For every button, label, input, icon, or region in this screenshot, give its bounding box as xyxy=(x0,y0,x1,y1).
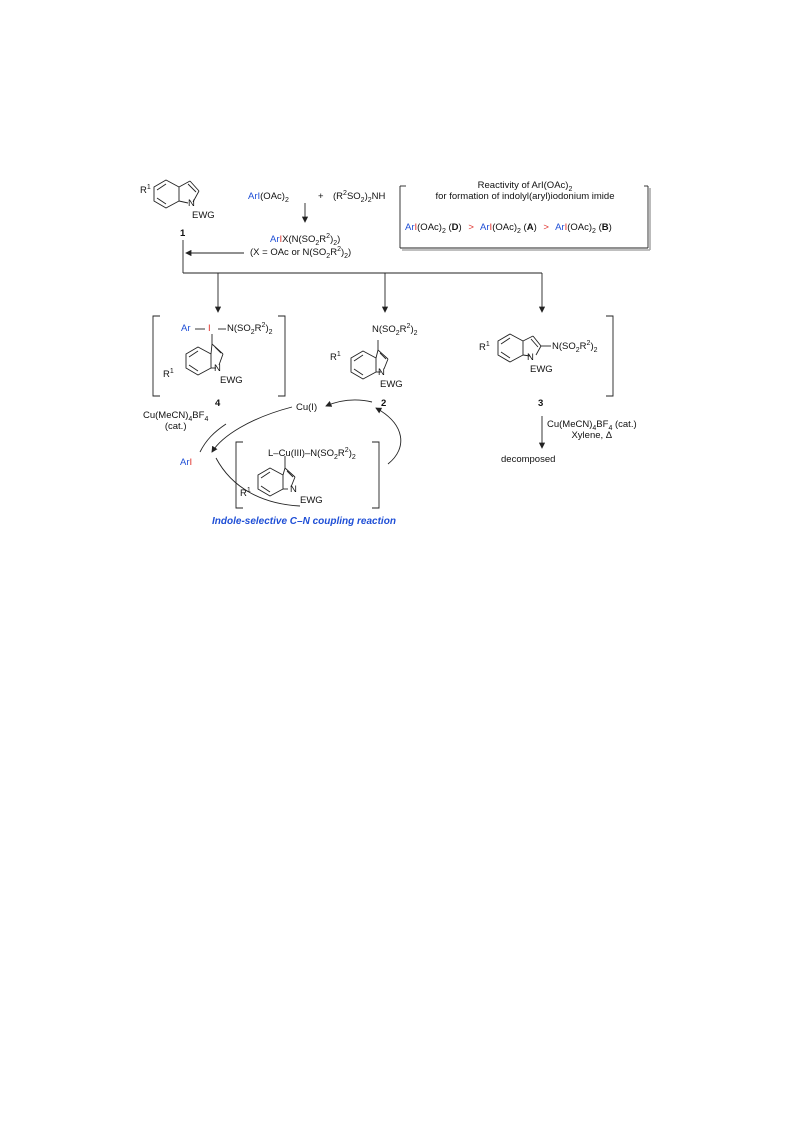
intermediate-x-sup: 2 xyxy=(326,232,331,240)
c1-ewg: EWG xyxy=(192,210,215,221)
c2-imide: N(SO2R2)2 xyxy=(372,322,418,337)
c3-ewg: EWG xyxy=(530,364,553,375)
reactivity-title-text: Reactivity of ArI(OAc) xyxy=(477,180,569,191)
c4-ewg: EWG xyxy=(220,375,243,386)
indole-structure-cu3 xyxy=(257,456,296,497)
condition-sub2: 2 xyxy=(344,252,349,260)
c1-r1: R1 xyxy=(140,183,151,196)
branch3-result: decomposed xyxy=(501,454,556,465)
intermediate-x-end: ) xyxy=(337,234,341,245)
c4-ar: Ar xyxy=(181,323,191,334)
iodane-intermediate: ArIX(N(SO2R2)2) xyxy=(270,232,341,247)
imide-part-d: NH xyxy=(371,191,386,202)
c4-number: 4 xyxy=(215,398,221,409)
reactivity-separator-1: > xyxy=(468,222,474,233)
cycle-cu3-r1: R1 xyxy=(240,486,251,499)
x-condition: (X = OAc or N(SO2R2)2) xyxy=(250,245,352,260)
aryl-iodine-reagent: ArI(OAc)2 xyxy=(248,191,289,204)
intermediate-x-sub: 2 xyxy=(315,239,320,247)
catalytic-cycle xyxy=(199,399,402,507)
reactivity-item-b: ArI(OAc)2 (B) xyxy=(555,222,612,235)
branch3-condition: Cu(MeCN)4BF4 (cat.) Xylene, Δ xyxy=(547,419,637,441)
c3-n: N xyxy=(527,352,534,363)
c4-imide: N(SO2R2)2 xyxy=(227,321,273,336)
branch3-condition-line2: Xylene, Δ xyxy=(571,430,613,441)
c3-r1: R1 xyxy=(479,340,490,353)
c2-r1: R1 xyxy=(330,350,341,363)
reactivity-title-sub: 2 xyxy=(568,185,573,193)
reactivity-title-line1: Reactivity of ArI(OAc)2 xyxy=(406,180,644,193)
condition-r: R xyxy=(330,247,338,258)
reactivity-item-a: ArI(OAc)2 (A) xyxy=(480,222,537,235)
intermediate-ar: Ar xyxy=(270,234,280,245)
imide-sup: 2 xyxy=(343,189,347,197)
indole-structure-3 xyxy=(497,333,551,363)
aryl-iodine-label: ArI xyxy=(248,191,261,202)
c2-ewg: EWG xyxy=(380,379,403,390)
c3-number: 3 xyxy=(538,398,544,409)
c1-number: 1 xyxy=(180,228,186,239)
cycle-catalyst-cat: (cat.) xyxy=(164,421,187,432)
imide-part-a: (R xyxy=(333,191,344,202)
cycle-catalyst: Cu(MeCN)4BF4 (cat.) xyxy=(143,410,209,432)
c4-n: N xyxy=(214,363,221,374)
c3-imide: N(SO2R2)2 xyxy=(552,339,598,354)
condition-sup: 2 xyxy=(337,245,341,253)
intermediate-x-r: R xyxy=(319,234,327,245)
c2-n: N xyxy=(378,367,385,378)
scheme-caption: Indole-selective C–N coupling reaction xyxy=(212,516,396,527)
aryl-iodine-tail: (OAc) xyxy=(260,191,285,202)
imide-part-b: SO xyxy=(346,191,361,202)
condition-end: ) xyxy=(348,247,352,258)
reactivity-order: ArI(OAc)2 (D) > ArI(OAc)2 (A) > ArI(OAc)… xyxy=(405,222,612,235)
plus-sign: + xyxy=(318,191,324,202)
cycle-cu1: Cu(I) xyxy=(296,402,318,413)
intermediate-x-close: ) xyxy=(330,234,334,245)
c1-n: N xyxy=(188,198,195,209)
imide-part-c: ) xyxy=(364,191,368,202)
reactivity-title-line2: for formation of indolyl(aryl)iodonium i… xyxy=(435,191,615,202)
condition-text: (X = OAc or N(SO xyxy=(250,247,327,258)
iodonium-structure-4 xyxy=(185,328,226,376)
condition-sub: 2 xyxy=(326,252,331,260)
c4-i: I xyxy=(208,323,211,334)
intermediate-i: I xyxy=(279,234,283,245)
imide-sub1: 2 xyxy=(360,196,365,204)
intermediate-x-sub2: 2 xyxy=(333,239,338,247)
reactivity-separator-2: > xyxy=(543,222,549,233)
cycle-cu3-n: N xyxy=(290,484,297,495)
bracket-3 xyxy=(606,315,614,397)
cycle-cu3-ewg: EWG xyxy=(300,495,323,506)
indole-structure-1 xyxy=(153,179,200,209)
intermediate-x-formula: X(N(SO xyxy=(282,234,316,245)
cycle-byproduct: ArI xyxy=(180,457,193,468)
imide-sub2: 2 xyxy=(367,196,372,204)
sulfonimide-reagent: (R2SO2)2NH xyxy=(333,189,386,204)
condition-close: ) xyxy=(340,247,345,258)
indole-structure-2 xyxy=(350,340,389,380)
reactivity-box-title: Reactivity of ArI(OAc)2 for formation of… xyxy=(406,180,644,202)
bracket-cu3 xyxy=(235,441,380,509)
c4-r1: R1 xyxy=(163,367,174,380)
reactivity-box-frame xyxy=(399,185,651,251)
aryl-iodine-sub: 2 xyxy=(284,196,289,204)
reactivity-item-d: ArI(OAc)2 (D) xyxy=(405,222,462,235)
bracket-4 xyxy=(152,315,286,397)
c2-number: 2 xyxy=(381,398,387,409)
cycle-cu3-complex: L–Cu(III)–N(SO2R2)2 xyxy=(268,446,356,461)
